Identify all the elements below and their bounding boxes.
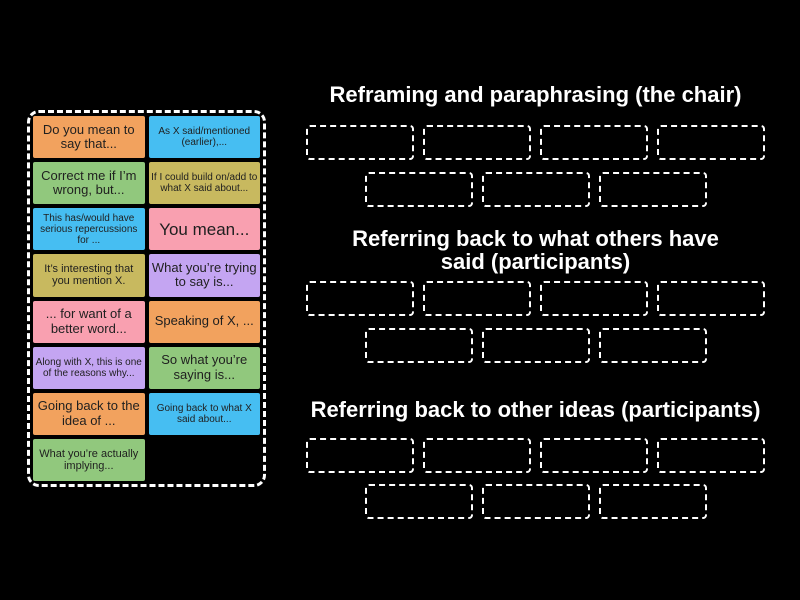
- tile-panel: Do you mean to say that...As X said/ment…: [27, 110, 266, 487]
- draggable-tile[interactable]: Going back to what X said about...: [148, 392, 260, 435]
- drop-slot[interactable]: [423, 438, 531, 473]
- drop-slot[interactable]: [306, 281, 414, 316]
- drop-slot[interactable]: [540, 125, 648, 160]
- categories-area: Reframing and paraphrasing (the chair) R…: [305, 0, 766, 600]
- draggable-tile[interactable]: Do you mean to say that...: [33, 116, 145, 159]
- drop-slot[interactable]: [657, 125, 765, 160]
- category-title-reframing-paraphrasing: Reframing and paraphrasing (the chair): [329, 82, 742, 107]
- draggable-tile[interactable]: Going back to the idea of ...: [33, 392, 145, 435]
- draggable-tile[interactable]: This has/would have serious repercussion…: [33, 208, 145, 251]
- drop-slot[interactable]: [481, 484, 590, 519]
- draggable-tile[interactable]: So what you’re saying is...: [148, 346, 260, 389]
- draggable-tile[interactable]: What you’re actually implying...: [33, 438, 145, 481]
- draggable-tile[interactable]: ... for want of a better word...: [33, 300, 145, 343]
- drop-slot[interactable]: [423, 125, 531, 160]
- slot-row: [305, 438, 766, 473]
- drop-slot[interactable]: [423, 281, 531, 316]
- draggable-tile[interactable]: You mean...: [148, 208, 260, 251]
- slot-row: [305, 328, 766, 363]
- drop-slot[interactable]: [364, 484, 473, 519]
- draggable-tile[interactable]: If I could build on/add to what X said a…: [148, 162, 260, 205]
- drop-slot[interactable]: [364, 172, 473, 207]
- slot-row: [305, 172, 766, 207]
- slot-row: [305, 281, 766, 316]
- category-title-referring-back-others: Referring back to what others have said …: [352, 226, 719, 274]
- drop-slot[interactable]: [540, 438, 648, 473]
- slot-row: [305, 484, 766, 519]
- drop-slot[interactable]: [306, 125, 414, 160]
- drop-slot[interactable]: [306, 438, 414, 473]
- drop-slot[interactable]: [481, 172, 590, 207]
- drop-slot[interactable]: [540, 281, 648, 316]
- category-title-referring-back-ideas: Referring back to other ideas (participa…: [310, 397, 761, 422]
- draggable-tile[interactable]: Correct me if I’m wrong, but...: [33, 162, 145, 205]
- drop-slot[interactable]: [657, 281, 765, 316]
- drop-slot[interactable]: [657, 438, 765, 473]
- draggable-tile[interactable]: Speaking of X, ...: [148, 300, 260, 343]
- slot-row: [305, 125, 766, 160]
- draggable-tile[interactable]: It’s interesting that you mention X.: [33, 254, 145, 297]
- draggable-tile[interactable]: As X said/mentioned (earlier),...: [148, 116, 260, 159]
- drop-slot[interactable]: [598, 328, 707, 363]
- drop-slot[interactable]: [481, 328, 590, 363]
- draggable-tile[interactable]: Along with X, this is one of the reasons…: [33, 346, 145, 389]
- drop-slot[interactable]: [598, 484, 707, 519]
- drop-slot[interactable]: [364, 328, 473, 363]
- draggable-tile[interactable]: What you’re trying to say is...: [148, 254, 260, 297]
- drop-slot[interactable]: [598, 172, 707, 207]
